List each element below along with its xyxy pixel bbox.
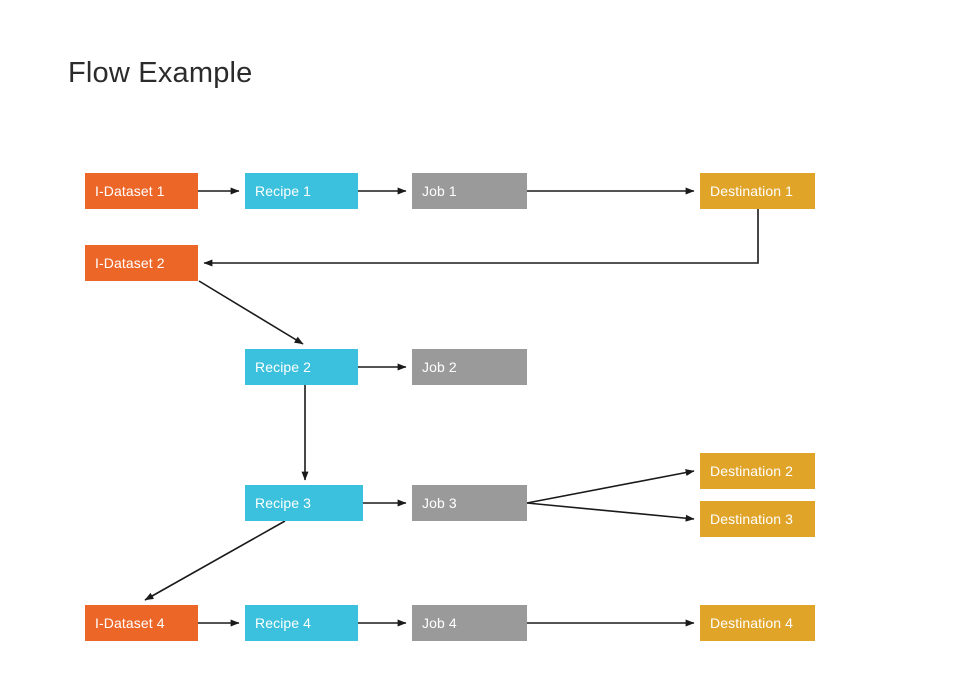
edge-job3-to-destination3 [526, 502, 695, 522]
node-recipe4[interactable]: Recipe 4 [245, 605, 358, 641]
edge-job3-to-destination2 [526, 469, 695, 504]
node-label: Destination 2 [710, 463, 794, 479]
edge-destination1-to-dataset2 [203, 209, 759, 267]
node-label: Recipe 2 [255, 359, 312, 375]
node-recipe2[interactable]: Recipe 2 [245, 349, 358, 385]
node-dataset2[interactable]: I-Dataset 2 [85, 245, 198, 281]
node-destination4[interactable]: Destination 4 [700, 605, 815, 641]
node-dataset4[interactable]: I-Dataset 4 [85, 605, 198, 641]
node-job3[interactable]: Job 3 [412, 485, 527, 521]
node-label: Job 4 [422, 615, 457, 631]
edges-group [144, 187, 759, 627]
node-destination1[interactable]: Destination 1 [700, 173, 815, 209]
node-recipe1[interactable]: Recipe 1 [245, 173, 358, 209]
node-label: Destination 3 [710, 511, 794, 527]
node-job1[interactable]: Job 1 [412, 173, 527, 209]
node-destination3[interactable]: Destination 3 [700, 501, 815, 537]
node-job4[interactable]: Job 4 [412, 605, 527, 641]
node-label: I-Dataset 2 [95, 255, 165, 271]
node-destination2[interactable]: Destination 2 [700, 453, 815, 489]
node-label: Destination 1 [710, 183, 794, 199]
node-label: Job 1 [422, 183, 457, 199]
page-title: Flow Example [68, 57, 253, 89]
node-label: Job 3 [422, 495, 457, 511]
node-recipe3[interactable]: Recipe 3 [245, 485, 363, 521]
node-label: Destination 4 [710, 615, 794, 631]
node-label: Recipe 1 [255, 183, 312, 199]
node-job2[interactable]: Job 2 [412, 349, 527, 385]
node-label: I-Dataset 1 [95, 183, 165, 199]
edge-recipe3-to-dataset4 [144, 520, 286, 601]
node-dataset1[interactable]: I-Dataset 1 [85, 173, 198, 209]
node-label: Recipe 3 [255, 495, 312, 511]
node-label: I-Dataset 4 [95, 615, 165, 631]
edge-dataset2-to-recipe2 [198, 280, 304, 345]
node-label: Recipe 4 [255, 615, 312, 631]
node-label: Job 2 [422, 359, 457, 375]
